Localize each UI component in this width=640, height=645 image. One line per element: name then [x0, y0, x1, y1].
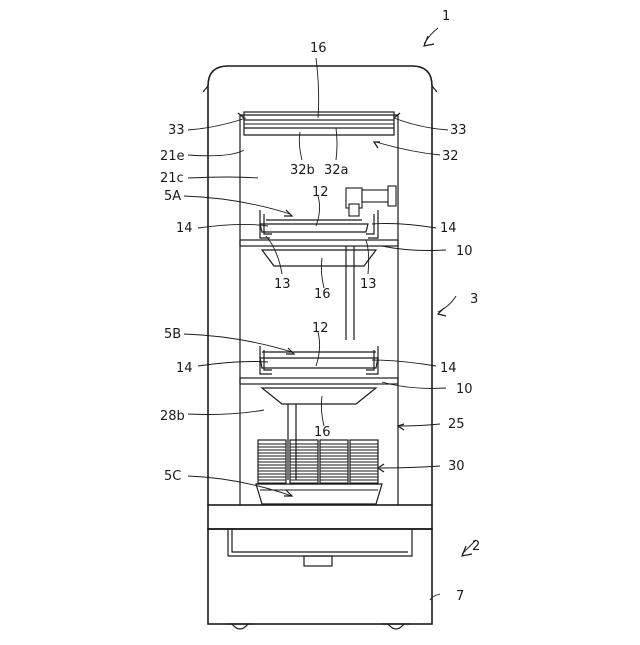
label-16-low: 16: [314, 425, 331, 440]
label-25: 25: [448, 417, 465, 432]
label-5A: 5A: [164, 189, 181, 204]
bottom-tray: [256, 484, 382, 504]
label-21e: 21e: [160, 149, 185, 164]
base-unit: [208, 505, 432, 629]
label-12-upper: 12: [312, 185, 329, 200]
label-1: 1: [442, 9, 450, 24]
label-5C: 5C: [164, 469, 181, 484]
label-32a: 32a: [324, 163, 349, 178]
middle-tray: [240, 346, 398, 480]
label-32b: 32b: [290, 163, 315, 178]
label-16-mid: 16: [314, 287, 331, 302]
label-14-upper-left: 14: [176, 221, 193, 236]
label-5B: 5B: [164, 327, 181, 342]
pipe-fitting: [346, 186, 396, 216]
label-10-lower: 10: [456, 382, 473, 397]
label-33-left: 33: [168, 123, 185, 138]
label-10-upper: 10: [456, 244, 473, 259]
label-28b: 28b: [160, 409, 185, 424]
label-13-right: 13: [360, 277, 377, 292]
label-7: 7: [456, 589, 464, 604]
label-3: 3: [470, 292, 478, 307]
label-14-upper-right: 14: [440, 221, 457, 236]
label-12-lower: 12: [312, 321, 329, 336]
label-14-lower-left: 14: [176, 361, 193, 376]
label-13-left: 13: [274, 277, 291, 292]
label-32: 32: [442, 149, 459, 164]
label-2: 2: [472, 539, 480, 554]
label-33-right: 33: [450, 123, 467, 138]
label-30: 30: [448, 459, 465, 474]
radiator-block: [258, 440, 378, 484]
label-21c: 21c: [160, 171, 184, 186]
label-16-top: 16: [310, 41, 327, 56]
label-14-lower-right: 14: [440, 361, 457, 376]
